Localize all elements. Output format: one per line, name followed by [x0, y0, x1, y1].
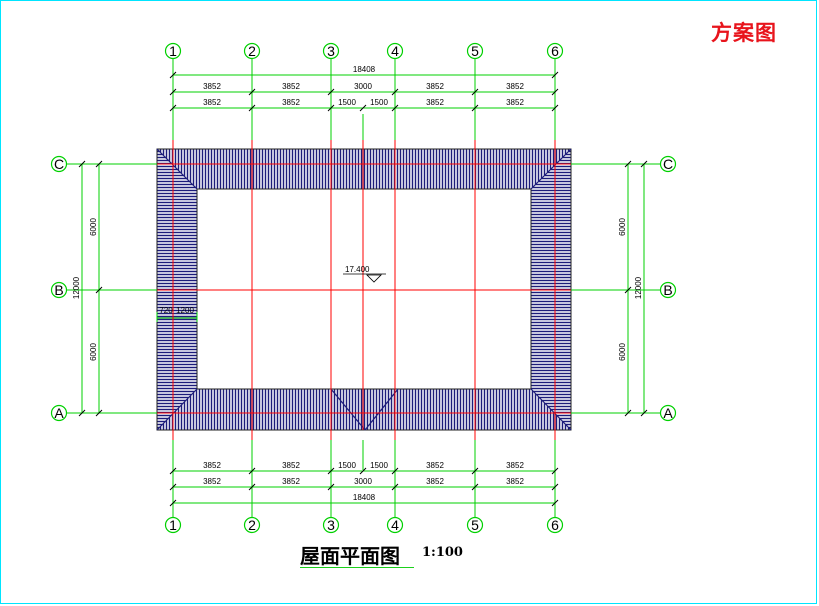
dim-bottom-inner-4: 1500 — [370, 461, 388, 470]
axis-col-6-bottom: 6 — [551, 517, 559, 533]
dim-top-inner-6: 3852 — [506, 98, 524, 107]
dimension-texts: 18408 3852 3852 3000 3852 3852 3852 3852… — [72, 65, 643, 502]
axis-labels: 1 2 3 4 5 6 1 2 3 4 5 6 C B A C B A — [54, 43, 673, 533]
axis-col-5-bottom: 5 — [471, 517, 479, 533]
axis-row-b-right: B — [663, 282, 672, 298]
dim-left-lower: 6000 — [89, 343, 98, 361]
dim-top-inner-3: 1500 — [338, 98, 356, 107]
dim-top-outer-4: 3852 — [426, 82, 444, 91]
dim-bottom-outer-2: 3852 — [282, 477, 300, 486]
dim-top-inner-5: 3852 — [426, 98, 444, 107]
axis-lines — [157, 140, 571, 440]
scheme-badge: 方案图 — [711, 21, 777, 45]
axis-col-4-top: 4 — [391, 43, 399, 59]
dim-eave-width: 720 — [159, 306, 173, 315]
axis-row-c-right: C — [663, 156, 673, 172]
axis-bubbles — [50, 42, 677, 534]
dim-eave-depth: 1200 — [176, 306, 194, 315]
hip-lines — [156, 148, 572, 431]
dim-bottom-inner-2: 3852 — [282, 461, 300, 470]
dim-top-inner-4: 1500 — [370, 98, 388, 107]
title-underline — [300, 567, 414, 568]
axis-col-6-top: 6 — [551, 43, 559, 59]
axis-col-1-bottom: 1 — [169, 517, 177, 533]
axis-col-5-top: 5 — [471, 43, 479, 59]
dim-top-outer-5: 3852 — [506, 82, 524, 91]
roof-outline-inner — [196, 188, 532, 390]
dim-bottom-outer-1: 3852 — [203, 477, 221, 486]
dim-bottom-outer-5: 3852 — [506, 477, 524, 486]
dim-top-inner-2: 3852 — [282, 98, 300, 107]
dim-top-outer-1: 3852 — [203, 82, 221, 91]
elevation-triangle — [366, 274, 382, 283]
axis-row-c-left: C — [54, 156, 64, 172]
dim-left-total: 12000 — [72, 276, 81, 299]
dim-overall-bottom: 18408 — [353, 493, 376, 502]
dim-right-total: 12000 — [634, 276, 643, 299]
axis-col-2-top: 2 — [248, 43, 256, 59]
axis-col-3-bottom: 3 — [327, 517, 335, 533]
axis-col-4-bottom: 4 — [391, 517, 399, 533]
axis-row-b-left: B — [54, 282, 63, 298]
roof-gutter-bottom — [331, 389, 398, 430]
dim-bottom-inner-1: 3852 — [203, 461, 221, 470]
axis-row-a-left: A — [54, 405, 64, 421]
dim-right-upper: 6000 — [618, 218, 627, 236]
dim-top-outer-3: 3000 — [354, 82, 372, 91]
axis-col-1-top: 1 — [169, 43, 177, 59]
dim-bottom-inner-5: 3852 — [426, 461, 444, 470]
drawing-scale: 1:100 — [422, 545, 463, 560]
axis-row-a-right: A — [663, 405, 673, 421]
dim-top-outer-2: 3852 — [282, 82, 300, 91]
dim-bottom-inner-6: 3852 — [506, 461, 524, 470]
dim-top-inner-1: 3852 — [203, 98, 221, 107]
roof-band-top — [157, 149, 571, 189]
dim-overall-top: 18408 — [353, 65, 376, 74]
dim-bottom-inner-3: 1500 — [338, 461, 356, 470]
dim-bottom-outer-4: 3852 — [426, 477, 444, 486]
elevation-value: 17.400 — [345, 265, 370, 274]
axis-col-3-top: 3 — [327, 43, 335, 59]
dimension-lines — [67, 58, 660, 518]
dim-left-upper: 6000 — [89, 218, 98, 236]
elevation-marker: 17.400 — [343, 265, 386, 283]
axis-col-2-bottom: 2 — [248, 517, 256, 533]
dim-bottom-outer-3: 3000 — [354, 477, 372, 486]
drawing-title: 屋面平面图 — [300, 544, 400, 568]
dimension-ticks — [78, 71, 648, 507]
dim-right-lower: 6000 — [618, 343, 627, 361]
